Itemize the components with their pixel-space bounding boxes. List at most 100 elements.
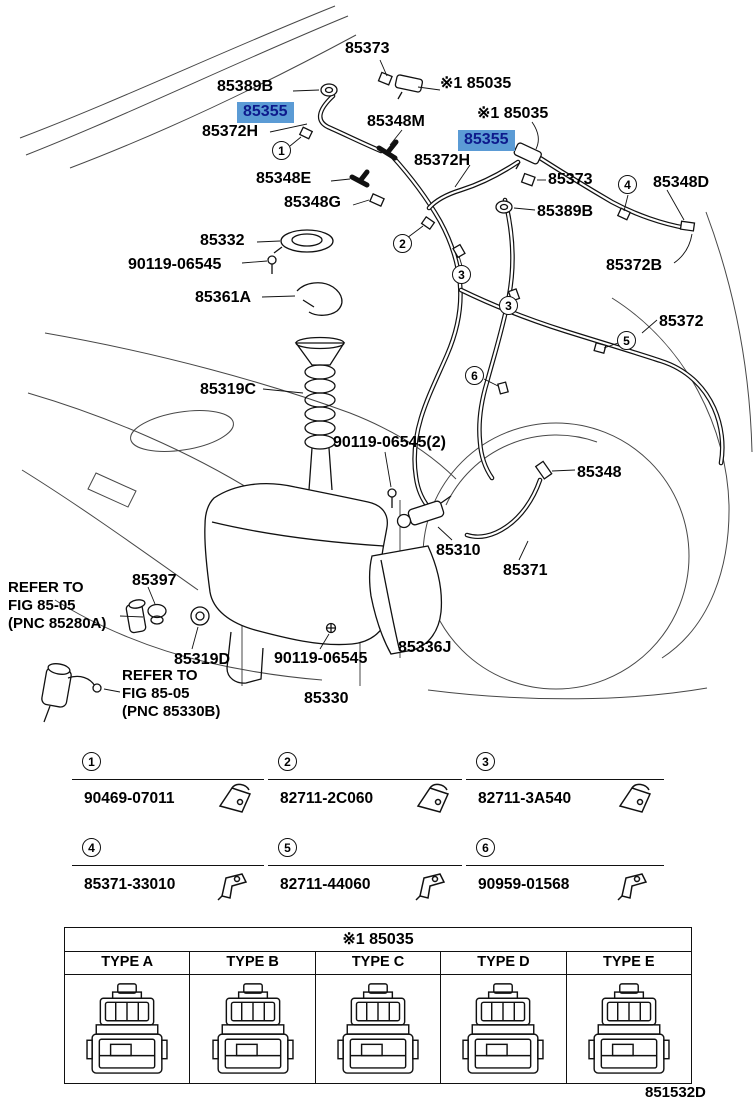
callout-3b: 3 [499, 296, 518, 315]
ref-callout-4: 4 [82, 838, 101, 857]
ref-cell-1: 1 90469-07011 [72, 752, 264, 834]
connector-85348 [534, 460, 553, 480]
exploded-diagram-art [19, 5, 753, 723]
callout-4: 4 [618, 175, 637, 194]
divider [268, 779, 462, 780]
part-label-85389B-left[interactable]: 85389B [217, 78, 274, 95]
part-label-85035-second[interactable]: ※1 85035 [477, 105, 549, 122]
type-a-cell [65, 975, 191, 1084]
part-label-85372[interactable]: 85372 [659, 313, 704, 330]
type-b-cell [190, 975, 316, 1084]
part-glyphs [41, 71, 696, 723]
divider [466, 865, 664, 866]
t-connector-85348E [349, 169, 370, 188]
connector-85348G [369, 193, 385, 207]
part-label-85373-top[interactable]: 85373 [345, 40, 390, 57]
filler-neck-85319C [294, 336, 346, 491]
bolt-90119a [267, 255, 277, 274]
type-c-cell [316, 975, 442, 1084]
ref-part-number[interactable]: 90959-01568 [478, 876, 570, 893]
ref-callout-1: 1 [82, 752, 101, 771]
ref-part-number[interactable]: 85371-33010 [84, 876, 176, 893]
clip-icon [219, 783, 251, 813]
connector-type-d-illustration [462, 982, 545, 1074]
filler-cap-85332 [273, 229, 334, 254]
part-label-85348M[interactable]: 85348M [367, 113, 425, 130]
refer-note-85280A: REFER TO FIG 85-05 (PNC 85280A) [8, 579, 107, 632]
part-label-85372H-left[interactable]: 85372H [202, 123, 259, 140]
clip-3a [452, 243, 466, 259]
callout-1: 1 [272, 141, 291, 160]
type-b-header: TYPE B [190, 952, 316, 974]
bolt-90119c [325, 622, 337, 634]
ref-part-number[interactable]: 82711-2C060 [280, 790, 374, 807]
part-label-90119-06545-a[interactable]: 90119-06545 [128, 256, 222, 273]
part-label-85035-first[interactable]: ※1 85035 [440, 75, 512, 92]
part-label-85372B[interactable]: 85372B [606, 257, 663, 274]
part-label-85348D[interactable]: 85348D [653, 174, 710, 191]
part-label-90119-06545-b[interactable]: 90119-06545 [274, 650, 368, 667]
ref-part-number[interactable]: 90469-07011 [84, 790, 175, 807]
type-d-cell [441, 975, 567, 1084]
grommet-85397 [147, 603, 167, 625]
clip-icon [617, 873, 647, 901]
part-label-85397[interactable]: 85397 [132, 572, 177, 589]
ref-cell-3: 3 82711-3A540 [466, 752, 664, 834]
part-label-85319D[interactable]: 85319D [174, 651, 231, 668]
clip-icon [417, 783, 449, 813]
part-label-85361A[interactable]: 85361A [195, 289, 252, 306]
part-label-85355-right-highlighted[interactable]: 85355 [458, 130, 515, 151]
connector-type-e-illustration [588, 982, 670, 1074]
type-a-header: TYPE A [65, 952, 191, 974]
part-label-85348G[interactable]: 85348G [284, 194, 341, 211]
ref-part-number[interactable]: 82711-3A540 [478, 790, 572, 807]
callout-6: 6 [465, 366, 484, 385]
washer-nozzle-right [513, 142, 542, 165]
bolt-90119b [387, 488, 397, 508]
ref-callout-2: 2 [278, 752, 297, 771]
cap-85319D [190, 606, 210, 626]
washer-pump-small [125, 599, 147, 634]
figure-code: 851532D [645, 1084, 706, 1101]
part-label-85372H-right[interactable]: 85372H [414, 152, 471, 169]
part-label-90119-06545-2[interactable]: 90119-06545(2) [333, 434, 446, 451]
type-table-title: ※1 85035 [65, 928, 691, 952]
clip-icon [619, 783, 651, 813]
part-label-85355-left-highlighted[interactable]: 85355 [237, 102, 294, 123]
part-label-85336J[interactable]: 85336J [398, 639, 452, 656]
washer-nozzle-left [394, 74, 424, 93]
grommet-right [495, 200, 513, 214]
part-label-85371[interactable]: 85371 [503, 562, 548, 579]
hose-end-85348D [679, 220, 696, 232]
clip-5 [593, 342, 607, 354]
connector-type-b-illustration [211, 982, 294, 1074]
divider [72, 779, 264, 780]
ref-cell-4: 4 85371-33010 [72, 838, 264, 920]
part-label-85348E[interactable]: 85348E [256, 170, 312, 187]
refer-note-85330B: REFER TO FIG 85-05 (PNC 85330B) [122, 667, 221, 720]
type-d-header: TYPE D [441, 952, 567, 974]
leader-lines [103, 59, 693, 693]
washer-hoses [318, 93, 725, 540]
type-c-header: TYPE C [316, 952, 442, 974]
part-label-85319C[interactable]: 85319C [200, 381, 257, 398]
part-label-85310[interactable]: 85310 [436, 542, 481, 559]
ref-part-number[interactable]: 82711-44060 [280, 876, 371, 893]
divider [72, 865, 264, 866]
callout-5: 5 [617, 331, 636, 350]
part-label-85330[interactable]: 85330 [304, 690, 349, 707]
part-label-85389B-right[interactable]: 85389B [537, 203, 594, 220]
part-label-85348[interactable]: 85348 [577, 464, 622, 481]
bracket-85361A [296, 282, 343, 316]
callout-2: 2 [393, 234, 412, 253]
clip-icon [217, 873, 247, 901]
part-label-85373-right[interactable]: 85373 [548, 171, 593, 188]
washer-pump-85310 [396, 495, 452, 529]
mud-guard-85336J [368, 545, 443, 655]
clip-6 [497, 381, 509, 395]
type-table-image-row [65, 975, 691, 1084]
part-label-85332[interactable]: 85332 [200, 232, 245, 249]
nozzle-joint-left [377, 71, 393, 86]
ref-cell-6: 6 90959-01568 [466, 838, 664, 920]
